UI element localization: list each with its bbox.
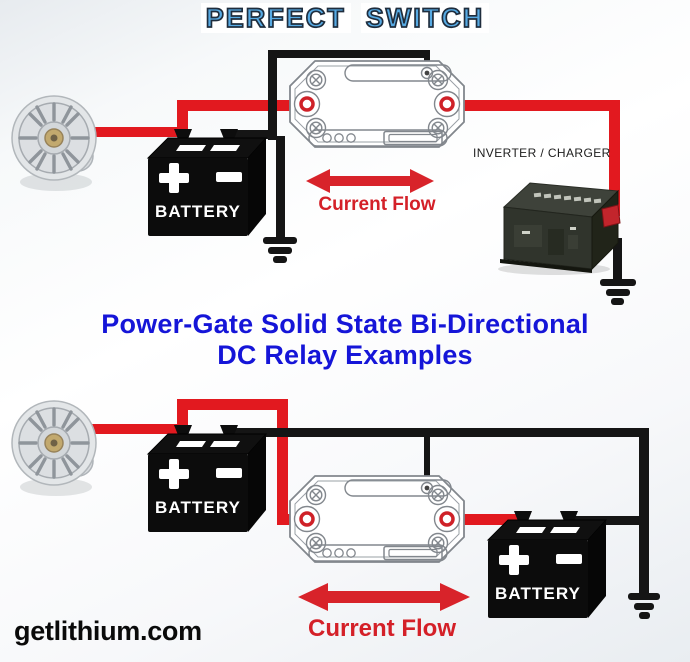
inverter-charger-label: INVERTER / CHARGER xyxy=(473,146,611,160)
power-gate-relay-icon xyxy=(289,475,465,563)
relay-right-terminal xyxy=(433,90,461,118)
battery-plus-icon xyxy=(159,163,189,193)
alternator-fan-fins xyxy=(18,407,90,479)
inverter-positive-terminal xyxy=(601,204,621,228)
wire-black-inverter-ground-stem xyxy=(613,238,622,280)
ground-icon xyxy=(268,247,292,254)
wire-black-right-drop-bottom xyxy=(639,428,649,595)
page-title: Power-Gate Solid State Bi-Directional DC… xyxy=(0,309,690,371)
battery-label: BATTERY xyxy=(155,499,241,517)
current-flow-label: Current Flow xyxy=(318,194,436,215)
ground-icon xyxy=(600,279,636,286)
page-title-line1: Power-Gate Solid State Bi-Directional xyxy=(101,309,589,339)
relay-right-terminal xyxy=(433,505,461,533)
battery-minus-icon xyxy=(556,554,582,564)
battery-icon: BATTERY xyxy=(146,425,268,532)
battery-minus-icon xyxy=(216,172,242,182)
site-name: getlithium.com xyxy=(14,616,202,646)
wire-red-alternator2-to-battery xyxy=(70,424,182,434)
relay-left-terminal xyxy=(293,505,321,533)
wire-red-drop-to-relay2 xyxy=(277,399,288,525)
wire-black-negative-bus-bottom xyxy=(224,428,648,437)
battery-icon: BATTERY xyxy=(486,511,608,618)
wire-black-battery1-negative xyxy=(224,130,276,139)
power-gate-relay-icon xyxy=(289,60,465,148)
current-flow-arrow-icon xyxy=(306,169,434,193)
relay-top-slot xyxy=(344,64,452,82)
battery-minus-icon xyxy=(216,468,242,478)
battery-icon: BATTERY xyxy=(146,129,268,236)
ground-icon xyxy=(628,593,660,600)
wire-red-to-relay1-left xyxy=(177,100,295,111)
current-flow-label: Current Flow xyxy=(308,615,456,642)
perfect-switch-logo: PERFECT SWITCH xyxy=(0,3,690,33)
wire-black-sense-to-relay2 xyxy=(424,433,430,486)
battery-label: BATTERY xyxy=(155,203,241,221)
relay-top-slot xyxy=(344,479,452,497)
current-flow-arrow-icon xyxy=(298,583,470,611)
wire-red-alternator1-to-battery1 xyxy=(70,127,182,137)
wire-red-battery1-riser xyxy=(177,100,188,137)
logo-word-switch: SWITCH xyxy=(360,3,490,33)
relay-connector-port xyxy=(383,130,443,146)
ground-icon xyxy=(639,612,650,619)
battery-label: BATTERY xyxy=(495,585,581,603)
inverter-vents xyxy=(533,192,602,204)
relay-indicator-leds xyxy=(322,133,356,143)
battery-plus-icon xyxy=(499,545,529,575)
wire-red-battery-riser-bottom xyxy=(177,399,188,435)
relay-bottom-strip xyxy=(308,129,448,147)
wire-black-battery2-negative xyxy=(565,516,648,525)
logo-word-perfect: PERFECT xyxy=(200,3,351,33)
relay-left-terminal xyxy=(293,90,321,118)
wire-red-top-run-bottom xyxy=(177,399,288,410)
wire-red-into-relay2-left xyxy=(277,514,295,525)
relay-connector-port xyxy=(383,545,443,561)
wire-red-relay1-to-inverter-h xyxy=(459,100,620,111)
wire-black-battery1-ground-stem xyxy=(276,136,285,238)
relay-indicator-leds xyxy=(322,548,356,558)
relay-sense-terminal xyxy=(420,66,434,80)
wire-red-inverter-drop xyxy=(609,101,620,216)
ground-icon xyxy=(634,603,654,610)
ground-icon xyxy=(611,298,624,305)
battery-plus-icon xyxy=(159,459,189,489)
ground-icon xyxy=(273,256,287,263)
wire-black-sense-top-run xyxy=(268,50,430,58)
alternator-fan-fins xyxy=(18,102,90,174)
page-title-line2: DC Relay Examples xyxy=(217,340,473,370)
inverter-charger-icon xyxy=(498,182,621,275)
ground-icon xyxy=(263,237,297,244)
relay-bottom-strip xyxy=(308,544,448,562)
relay-corner-screws xyxy=(305,69,449,139)
wire-red-relay2-to-battery2 xyxy=(459,514,522,525)
ground-icon xyxy=(606,289,630,296)
relay-sense-terminal xyxy=(420,481,434,495)
wire-black-sense-riser-top xyxy=(268,50,277,140)
alternator-icon xyxy=(11,95,97,191)
alternator-icon xyxy=(11,400,97,496)
